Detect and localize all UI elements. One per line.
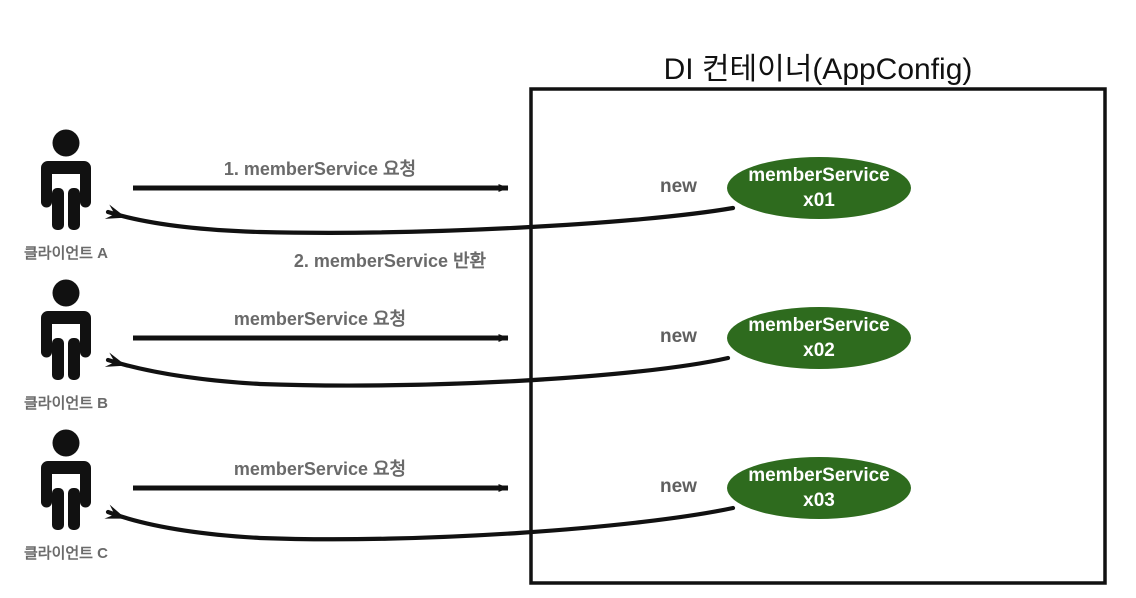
di-container-box [529,87,1107,585]
return-arrow-2 [104,352,731,388]
person-icon-client-b [41,279,91,380]
client-label-b: 클라이언트 B [23,395,108,412]
new-label-1: new [660,176,697,197]
new-label-2: new [660,326,697,347]
request-label-1: 1. memberService 요청 [223,159,417,179]
client-label-c: 클라이언트 C [23,545,108,562]
bean-ellipse-2[interactable] [727,307,911,369]
client-label-a: 클라이언트 A [23,245,108,262]
person-icon-client-a [41,129,91,230]
return-arrow-3 [104,504,736,542]
bean-ellipse-3[interactable] [727,457,911,519]
return-arrow-1 [104,204,736,235]
request-label-2: memberService 요청 [233,309,407,329]
return-label-1: 2. memberService 반환 [293,251,487,271]
request-label-3: memberService 요청 [233,459,407,479]
person-icon-client-c [41,429,91,530]
bean-ellipse-1[interactable] [727,157,911,219]
new-label-3: new [660,476,697,497]
di-container-title: DI 컨테이너(AppConfig) [663,53,973,86]
